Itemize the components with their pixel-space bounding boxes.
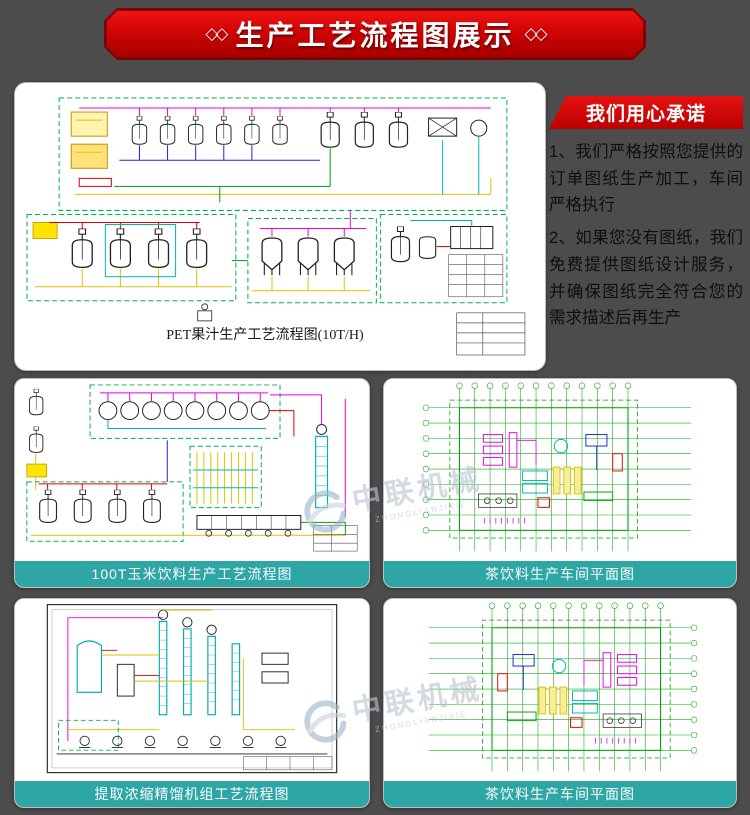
tea-floor-plan-top [422, 382, 692, 552]
corn-beverage-diagram [15, 379, 369, 561]
header-banner-inner: ◇◇ 生产工艺流程图展示 ◇◇ [107, 11, 643, 57]
main-diagram-panel[interactable]: PET果汁生产工艺流程图(10T/H) [14, 82, 546, 371]
card-distillation-flow[interactable]: 提取浓缩精馏机组工艺流程图 [14, 598, 370, 808]
caption-corn-beverage-flow: 100T玉米饮料生产工艺流程图 [15, 561, 369, 587]
caption-tea-floor-plan-bottom: 茶饮料生产车间平面图 [384, 781, 736, 807]
card-tea-floor-plan-top[interactable]: 茶饮料生产车间平面图 [383, 378, 737, 588]
distillation-diagram [15, 599, 369, 781]
page-title: 生产工艺流程图展示 [235, 20, 515, 51]
header-banner: ◇◇ 生产工艺流程图展示 ◇◇ [104, 8, 646, 60]
tea-floor-plan-bottom [428, 602, 698, 772]
caption-distillation-flow: 提取浓缩精馏机组工艺流程图 [15, 781, 369, 807]
pet-juice-flow-diagram: PET果汁生产工艺流程图(10T/H) [26, 97, 526, 356]
promise-banner: 我们用心承诺 [549, 96, 743, 129]
promise-section: 我们用心承诺 1、我们严格按照您提供的订单图纸生产加工，车间严格执行 2、如果您… [549, 96, 743, 338]
diamond-ornament-left: ◇◇ [205, 24, 226, 43]
promise-body: 1、我们严格按照您提供的订单图纸生产加工，车间严格执行 2、如果您没有图纸，我们… [549, 139, 743, 332]
tea-floor-plan-diagram-top [384, 379, 736, 561]
tea-floor-plan-diagram-bottom [384, 599, 736, 781]
card-corn-beverage-flow[interactable]: 100T玉米饮料生产工艺流程图 [14, 378, 370, 588]
main-diagram-title: PET果汁生产工艺流程图(10T/H) [166, 327, 364, 343]
corn-beverage-flow-diagram [26, 384, 358, 552]
promise-item-1: 1、我们严格按照您提供的订单图纸生产加工，车间严格执行 [549, 143, 743, 215]
diamond-ornament-right: ◇◇ [524, 24, 545, 43]
promise-title: 我们用心承诺 [585, 104, 706, 125]
distillation-flow-diagram [46, 603, 338, 774]
caption-tea-floor-plan-top: 茶饮料生产车间平面图 [384, 561, 736, 587]
card-tea-floor-plan-bottom[interactable]: 茶饮料生产车间平面图 [383, 598, 737, 808]
promise-item-2: 2、如果您没有图纸，我们免费提供图纸设计服务，并确保图纸完全符合您的需求描述后再… [549, 229, 743, 328]
